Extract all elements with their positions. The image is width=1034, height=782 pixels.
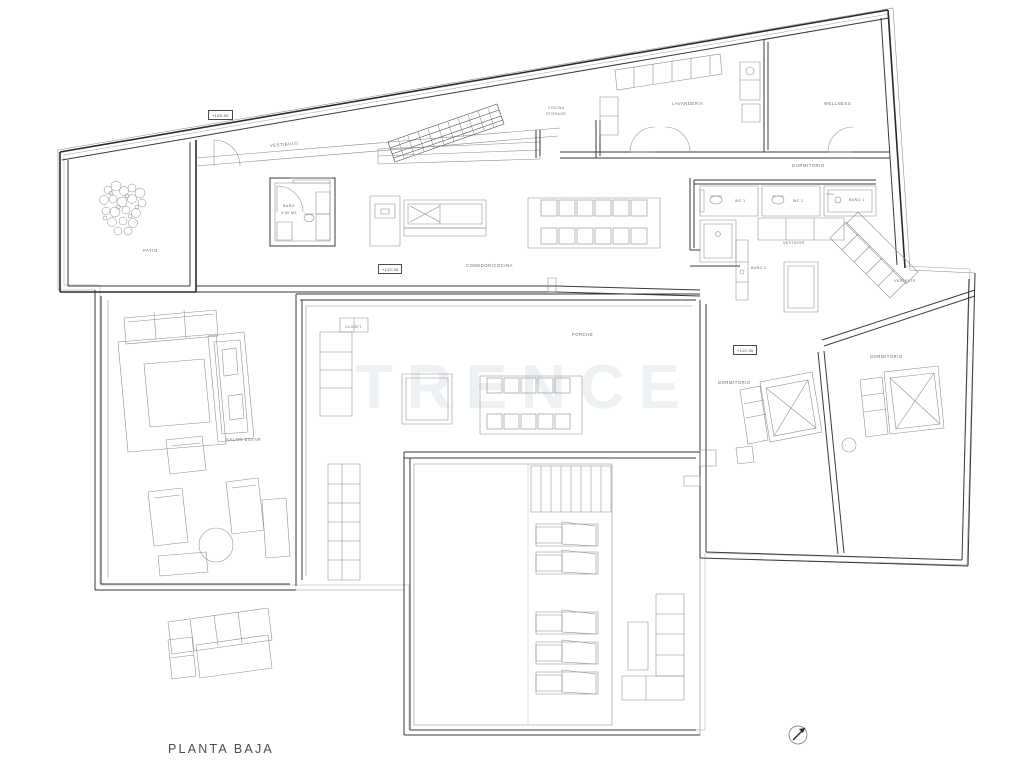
- room-label-closet: CLOSET: [345, 325, 362, 329]
- patio-vegetation: [99, 180, 147, 236]
- room-label-patio: PATIO: [143, 248, 158, 253]
- east-bedroom-suite: [683, 272, 976, 567]
- dining-table-upper: [527, 197, 661, 249]
- room-label-bano-2: BAÑO 2: [751, 266, 767, 270]
- vestibulo-and-stairs: [195, 103, 561, 167]
- porche-shelving-left: [319, 317, 369, 581]
- laundry-appliances: [614, 53, 723, 91]
- elevation-tag-entry: +109.92: [208, 110, 233, 120]
- porche-furniture: [401, 373, 583, 435]
- ne-bedroom-block: [689, 178, 919, 313]
- entry-bathroom: [269, 177, 336, 247]
- room-label-comedor-cocina: COMEDOR/COCINA: [466, 263, 514, 268]
- sheet-title: PLANTA BAJA: [168, 742, 274, 756]
- room-label-wc-1: WC 1: [735, 199, 746, 203]
- room-label-bano-1: BAÑO 1: [849, 198, 865, 202]
- room-label-dormitorio-east-1: DORMITORIO: [718, 380, 751, 385]
- porche-outline: [295, 293, 700, 586]
- service-rooms-walls: [535, 40, 890, 159]
- room-area-bano-entry: 4.50 m2: [281, 211, 297, 215]
- room-label-dormitorio-east-2: DORMITORIO: [870, 354, 903, 359]
- room-label-wellness: WELLNESS: [824, 101, 852, 106]
- room-label-dormitorio-north: DORMITORIO: [792, 163, 825, 168]
- north-block-walls: [59, 9, 906, 293]
- elevation-tag-kitchen: +110.30: [378, 264, 403, 274]
- room-label-vestidor-2: VESTIDOR: [894, 279, 916, 283]
- terrace-seating-lower-left: [167, 607, 273, 680]
- pool-terrace: [403, 451, 700, 736]
- comedor-divider: [196, 277, 701, 297]
- site-boundary: [57, 7, 976, 736]
- room-label-wc-2: WC 2: [793, 199, 804, 203]
- room-label-cocina: COCINA: [548, 106, 565, 110]
- elevation-tag-bedroom: +110.30: [733, 345, 758, 355]
- room-label-vestidor-1: VESTIDOR: [783, 241, 805, 245]
- room-label-porche: PORCHE: [572, 332, 594, 337]
- room-label-bano-entry: BAÑO: [283, 204, 295, 208]
- room-label-storage: STORAGE: [546, 112, 567, 116]
- salon-estar-furniture: [94, 290, 296, 591]
- room-label-salon-estar: SALON ESTAR: [226, 437, 262, 442]
- kitchen-counters: [369, 195, 487, 247]
- north-arrow-icon: [788, 725, 808, 745]
- room-label-lavanderia: LAVANDERIA: [672, 101, 704, 106]
